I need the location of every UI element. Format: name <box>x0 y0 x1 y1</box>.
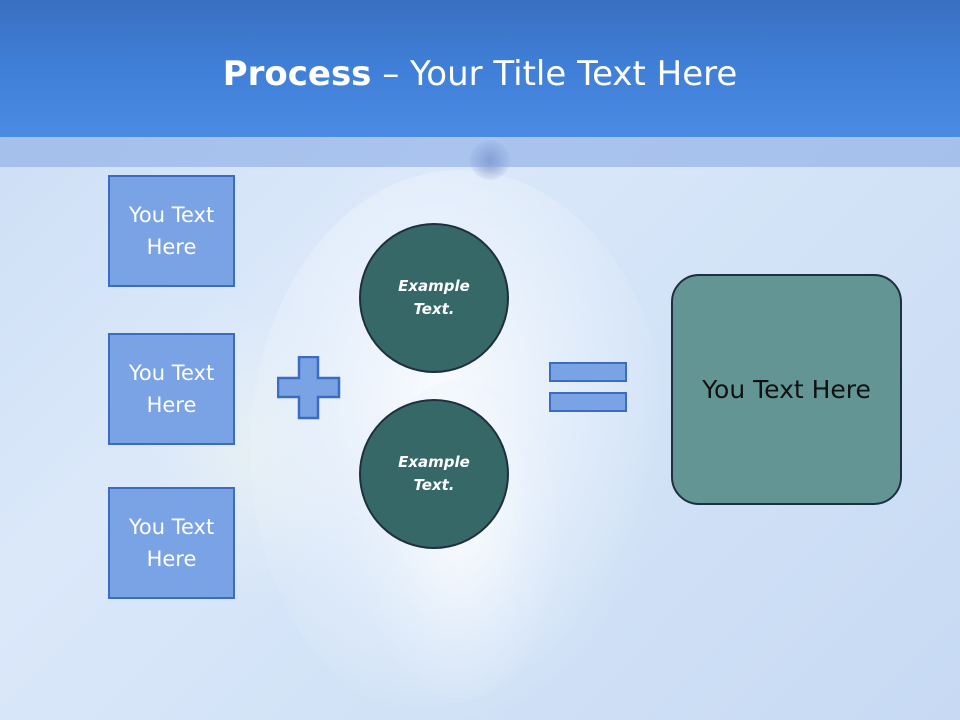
header-band <box>0 137 960 167</box>
input-box-3[interactable]: You Text Here <box>108 487 235 599</box>
result-label: You Text Here <box>702 374 871 404</box>
example-circle-2[interactable]: Example Text. <box>359 399 509 549</box>
equals-icon-top-bar <box>549 362 627 382</box>
input-box-2[interactable]: You Text Here <box>108 333 235 445</box>
input-box-label: You Text Here <box>128 361 215 417</box>
input-box-label: You Text Here <box>128 515 215 571</box>
equals-icon-bottom-bar <box>549 392 627 412</box>
example-circle-label: Example Text. <box>398 277 470 318</box>
title-bold: Process <box>222 54 372 94</box>
header-bar <box>0 0 960 137</box>
result-box[interactable]: You Text Here <box>671 274 902 505</box>
slide-title: Process – Your Title Text Here <box>0 52 960 96</box>
input-box-1[interactable]: You Text Here <box>108 175 235 287</box>
input-box-label: You Text Here <box>128 203 215 259</box>
plus-icon <box>277 356 341 420</box>
example-circle-1[interactable]: Example Text. <box>359 223 509 373</box>
title-rest: – Your Title Text Here <box>371 54 738 94</box>
example-circle-label: Example Text. <box>398 453 470 494</box>
